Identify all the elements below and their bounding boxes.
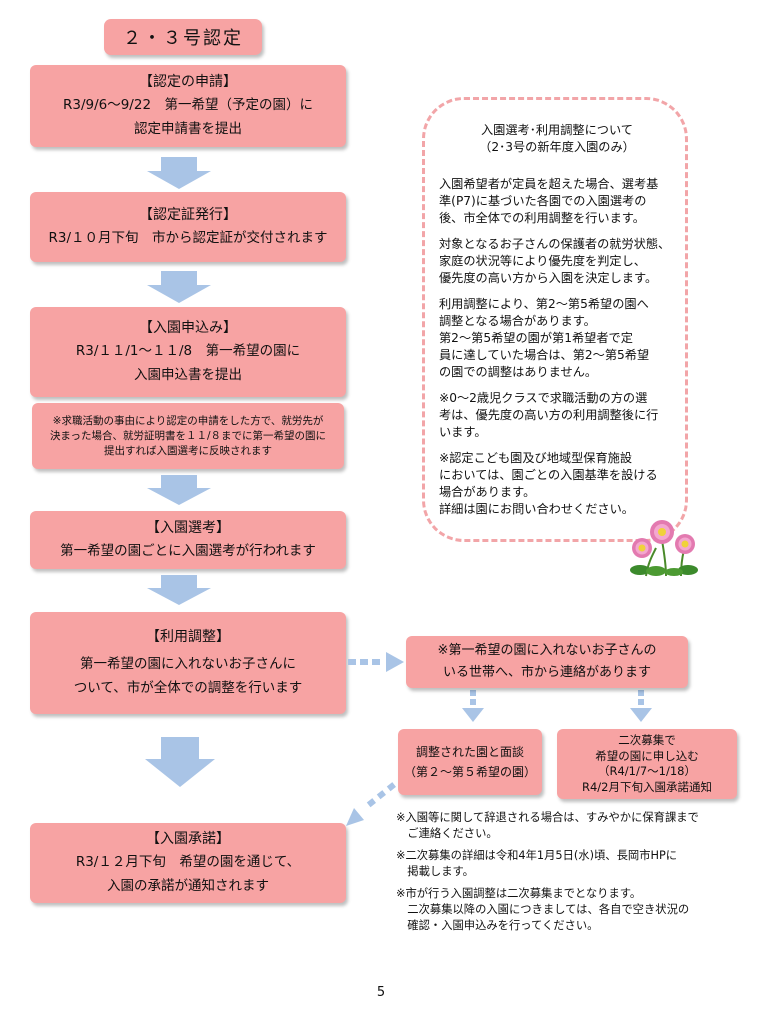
info-paragraph: 対象となるお子さんの保護者の就労状態、 家庭の状況等により優先度を判定し、 優先…: [439, 236, 675, 287]
info-line: 対象となるお子さんの保護者の就労状態、: [439, 237, 671, 251]
step-adjust-line: ついて、市が全体での調整を行います: [73, 680, 303, 696]
second-recruit-line: （R4/1/7～1/18）: [597, 764, 696, 778]
interview-line: 調整された園と面談: [415, 745, 524, 759]
flower-icon: [630, 520, 698, 577]
step-approval-line: 入園の承諾が通知されます: [107, 878, 269, 894]
note-second-recruit: ※二次募集の詳細は令和4年1月5日(水)頃、長岡市HPに 掲載します。: [396, 848, 752, 880]
down-arrow-icon: [147, 157, 211, 189]
note-adjust-limit: ※市が行う入園調整は二次募集までとなります。 二次募集以降の入園につきましては、…: [396, 886, 752, 934]
info-line: 優先度の高い方から入園を決定します。: [439, 271, 658, 285]
step-approval-line: R3/１２月下旬 希望の園を通じて、: [75, 854, 301, 870]
info-paragraph: 利用調整により、第2～第5希望の園へ 調整となる場合があります。 第2～第5希望…: [439, 296, 675, 381]
down-arrow-icon: [147, 271, 211, 303]
info-line: 準(P7)に基づいた各園での入園選考の: [439, 194, 647, 208]
step-entry-line: R3/１１/1～１１/8 第一希望の園に: [75, 343, 301, 359]
step-adjust: 【利用調整】 第一希望の園に入れないお子さんに ついて、市が全体での調整を行いま…: [30, 612, 346, 714]
note-line: ※市が行う入園調整は二次募集までとなります。: [396, 887, 642, 900]
down-arrow-icon: [147, 475, 211, 505]
info-line: ※0～2歳児クラスで求職活動の方の選: [439, 391, 648, 405]
page-number: 5: [376, 985, 386, 1000]
note-line: ※二次募集の詳細は令和4年1月5日(水)頃、長岡市HPに: [396, 849, 678, 862]
info-line: 入園希望者が定員を超えた場合、選考基: [439, 177, 659, 191]
info-paragraph: ※0～2歳児クラスで求職活動の方の選 考は、優先度の高い方の利用調整後に行 いま…: [439, 390, 675, 441]
section-tag: ２・３号認定: [104, 19, 262, 55]
step-adjust-line: 第一希望の園に入れないお子さんに: [80, 656, 296, 672]
info-line: 第2～第5希望の園が第1希望者で定: [439, 331, 633, 345]
note-line: ご連絡ください。: [396, 827, 498, 840]
dotted-down-arrow-icon: [462, 690, 484, 722]
step-approval-heading: 【入園承諾】: [146, 831, 230, 847]
step-entry-heading: 【入園申込み】: [139, 320, 237, 336]
dotted-right-arrow-icon: [348, 652, 404, 672]
info-line: 員に達していた場合は、第2～第5希望: [439, 348, 650, 362]
interview-box: 調整された園と面談 （第２～第５希望の園）: [398, 729, 542, 795]
contact-line: ※第一希望の園に入れないお子さんの: [437, 643, 657, 658]
step-apply: 【認定の申請】 R3/9/6～9/22 第一希望（予定の園）に 認定申請書を提出: [30, 65, 346, 147]
info-line: ※認定こども園及び地域型保育施設: [439, 451, 633, 465]
interview-line: （第２～第５希望の園）: [403, 765, 536, 779]
step-apply-heading: 【認定の申請】: [139, 74, 237, 90]
dotted-diagonal-arrow-icon: [346, 782, 396, 826]
step-apply-line: 認定申請書を提出: [134, 121, 242, 137]
step-entry: 【入園申込み】 R3/１１/1～１１/8 第一希望の園に 入園申込書を提出: [30, 307, 346, 397]
step-issue-line: R3/１０月下旬 市から認定証が交付されます: [48, 230, 328, 246]
info-line: 調整となる場合があります。: [439, 314, 596, 328]
second-recruit-box: 二次募集で 希望の園に申し込む （R4/1/7～1/18） R4/2月下旬入園承…: [557, 729, 737, 799]
info-line: においては、園ごとの入園基準を設ける: [439, 468, 658, 482]
second-recruit-line: R4/2月下旬入園承諾通知: [582, 779, 712, 794]
step-apply-line: R3/9/6～9/22 第一希望（予定の園）に: [62, 97, 314, 113]
info-title-line: （2･3号の新年度入園のみ）: [479, 140, 635, 154]
info-paragraph: 入園希望者が定員を超えた場合、選考基 準(P7)に基づいた各園での入園選考の 後…: [439, 176, 675, 227]
step-selection-line: 第一希望の園ごとに入園選考が行われます: [60, 543, 316, 559]
dotted-down-arrow-icon: [630, 690, 652, 722]
job-search-note: ※求職活動の事由により認定の申請をした方で、就労先が 決まった場合、就労証明書を…: [32, 403, 344, 469]
step-issue-heading: 【認定証発行】: [139, 207, 237, 223]
down-arrow-icon: [147, 575, 211, 605]
info-line: 考は、優先度の高い方の利用調整後に行: [439, 408, 659, 422]
info-line: 詳細は園にお問い合わせください。: [439, 502, 634, 516]
note-line: 二次募集以降の入園につきましては、各自で空き状況の: [396, 903, 690, 916]
job-note-line: 決まった場合、就労証明書を１１/８までに第一希望の園に: [49, 429, 327, 442]
step-adjust-heading: 【利用調整】: [146, 629, 230, 645]
info-panel: 入園選考･利用調整について （2･3号の新年度入園のみ） 入園希望者が定員を超え…: [422, 97, 688, 542]
info-line: 場合があります。: [439, 485, 536, 499]
info-line: 後、市全体での利用調整を行います。: [439, 211, 645, 225]
info-panel-title: 入園選考･利用調整について （2･3号の新年度入園のみ）: [439, 122, 675, 156]
job-note-line: 提出すれば入園選考に反映されます: [104, 444, 272, 457]
note-line: 確認・入園申込みを行ってください。: [396, 919, 599, 932]
step-selection: 【入園選考】 第一希望の園ごとに入園選考が行われます: [30, 511, 346, 569]
step-issue: 【認定証発行】 R3/１０月下旬 市から認定証が交付されます: [30, 192, 346, 262]
info-line: 利用調整により、第2～第5希望の園へ: [439, 297, 649, 311]
contact-line: いる世帯へ、市から連絡があります: [442, 665, 651, 680]
contact-box: ※第一希望の園に入れないお子さんの いる世帯へ、市から連絡があります: [406, 636, 688, 688]
job-note-line: ※求職活動の事由により認定の申請をした方で、就労先が: [52, 414, 324, 427]
info-title-line: 入園選考･利用調整について: [481, 123, 633, 137]
second-recruit-line: 二次募集で: [618, 733, 676, 747]
step-approval: 【入園承諾】 R3/１２月下旬 希望の園を通じて、 入園の承諾が通知されます: [30, 823, 346, 903]
note-line: 掲載します。: [396, 865, 474, 878]
note-line: ※入園等に関して辞退される場合は、すみやかに保育課まで: [396, 811, 699, 824]
step-entry-line: 入園申込書を提出: [134, 367, 242, 383]
info-paragraph: ※認定こども園及び地域型保育施設 においては、園ごとの入園基準を設ける 場合があ…: [439, 450, 675, 518]
second-recruit-line: 希望の園に申し込む: [595, 748, 699, 763]
down-arrow-icon: [145, 737, 215, 787]
note-decline: ※入園等に関して辞退される場合は、すみやかに保育課まで ご連絡ください。: [396, 810, 752, 842]
info-line: 家庭の状況等により優先度を判定し、: [439, 254, 646, 268]
step-selection-heading: 【入園選考】: [146, 520, 230, 536]
info-line: の園での調整はありません。: [439, 365, 598, 379]
info-line: います。: [439, 425, 487, 439]
